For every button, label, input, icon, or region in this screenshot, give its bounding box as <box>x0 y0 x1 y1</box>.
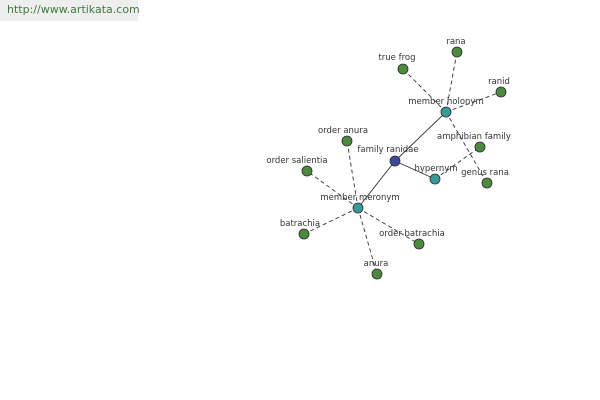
nodes-layer: family ranidae member holonym member meron… <box>266 37 511 280</box>
edge-member-holonym-to-rana <box>445 51 458 113</box>
node-label-family-ranidae[interactable]: family ranidae <box>357 145 418 155</box>
node-label-order-batrachia[interactable]: order batrachia <box>379 229 445 239</box>
edge-member-meronym-to-batrachia <box>303 207 359 235</box>
edges-layer <box>303 51 502 275</box>
node-family-ranidae[interactable]: family ranidae <box>357 145 419 167</box>
node-dot-anura[interactable] <box>371 268 383 280</box>
node-dot-member-holonym[interactable] <box>440 106 452 118</box>
node-dot-order-batrachia[interactable] <box>413 238 425 250</box>
node-label-member-meronym[interactable]: member meronym <box>320 193 399 203</box>
node-genus-rana[interactable]: genus rana <box>461 168 509 189</box>
edge-member-meronym-to-order-batrachia <box>357 207 420 245</box>
edge-member-meronym-to-anura <box>357 207 378 275</box>
edge-member-meronym-to-order-anura <box>346 140 359 209</box>
edge-family-ranidae-to-hypernym <box>394 160 436 180</box>
node-dot-order-anura[interactable] <box>341 135 353 147</box>
node-dot-true-frog[interactable] <box>397 63 409 75</box>
edge-member-holonym-to-true-frog <box>402 68 447 113</box>
node-ranid[interactable]: ranid <box>488 77 510 98</box>
node-order-anura[interactable]: order anura <box>318 126 368 147</box>
node-anura[interactable]: anura <box>364 259 389 280</box>
url-banner[interactable]: http://www.artikata.com <box>0 0 140 21</box>
node-batrachia[interactable]: batrachia <box>280 219 320 240</box>
node-label-hypernym[interactable]: hypernym <box>414 164 457 174</box>
node-hypernym[interactable]: hypernym <box>414 164 458 185</box>
node-dot-amphibian-family[interactable] <box>474 141 486 153</box>
node-label-amphibian-family[interactable]: amphibian family <box>437 132 511 142</box>
edge-member-holonym-to-ranid <box>445 91 502 113</box>
edge-family-ranidae-to-member-holonym <box>394 111 447 162</box>
edge-hypernym-to-amphibian-family <box>434 146 481 180</box>
node-dot-family-ranidae[interactable] <box>389 155 401 167</box>
node-dot-member-meronym[interactable] <box>352 202 364 214</box>
node-label-order-anura[interactable]: order anura <box>318 126 368 136</box>
edge-family-ranidae-to-member-meronym <box>357 160 396 209</box>
node-label-ranid[interactable]: ranid <box>488 77 510 87</box>
node-order-batrachia[interactable]: order batrachia <box>379 229 445 250</box>
node-label-rana[interactable]: rana <box>446 37 465 47</box>
node-order-salientia[interactable]: order salientia <box>266 156 328 177</box>
node-label-true-frog[interactable]: true frog <box>378 53 415 63</box>
node-member-meronym[interactable]: member meronym <box>320 193 400 214</box>
site-url-link[interactable]: http://www.artikata.com <box>7 3 140 16</box>
node-true-frog[interactable]: true frog <box>378 53 416 75</box>
node-label-member-holonym[interactable]: member holonym <box>408 97 483 107</box>
node-dot-genus-rana[interactable] <box>481 177 493 189</box>
node-label-anura[interactable]: anura <box>364 259 389 269</box>
node-dot-ranid[interactable] <box>495 86 507 98</box>
node-label-batrachia[interactable]: batrachia <box>280 219 320 229</box>
node-label-order-salientia[interactable]: order salientia <box>266 156 327 166</box>
node-dot-hypernym[interactable] <box>429 173 441 185</box>
node-label-genus-rana[interactable]: genus rana <box>461 168 509 178</box>
node-amphibian-family[interactable]: amphibian family <box>437 132 511 153</box>
node-member-holonym[interactable]: member holonym <box>408 97 484 118</box>
node-dot-rana[interactable] <box>451 46 463 58</box>
edge-member-meronym-to-order-salientia <box>306 170 359 209</box>
node-rana[interactable]: rana <box>446 37 466 58</box>
node-dot-order-salientia[interactable] <box>301 165 313 177</box>
node-dot-batrachia[interactable] <box>298 228 310 240</box>
